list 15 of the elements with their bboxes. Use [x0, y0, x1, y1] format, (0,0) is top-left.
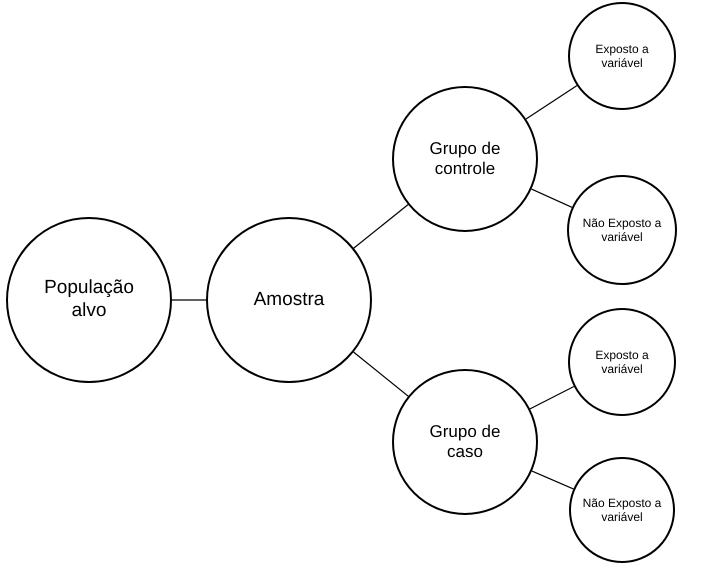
node-label: Amostra: [254, 288, 324, 312]
connector-line: [353, 204, 408, 249]
connector-line: [531, 188, 572, 208]
node-label: Não Exposto a variável: [582, 216, 662, 244]
node-label: Grupo de caso: [428, 422, 502, 462]
connector-line: [530, 386, 574, 410]
node-label: Exposto a variável: [594, 348, 650, 376]
node-label: Não Exposto a variável: [582, 496, 662, 524]
connector-line: [532, 470, 574, 490]
node-label: População alvo: [43, 277, 135, 323]
connector-line: [526, 85, 578, 120]
connector-line: [172, 299, 206, 301]
connector-line: [353, 352, 409, 397]
node-label: Grupo de controle: [428, 138, 502, 180]
node-label: Exposto a variável: [594, 42, 650, 70]
